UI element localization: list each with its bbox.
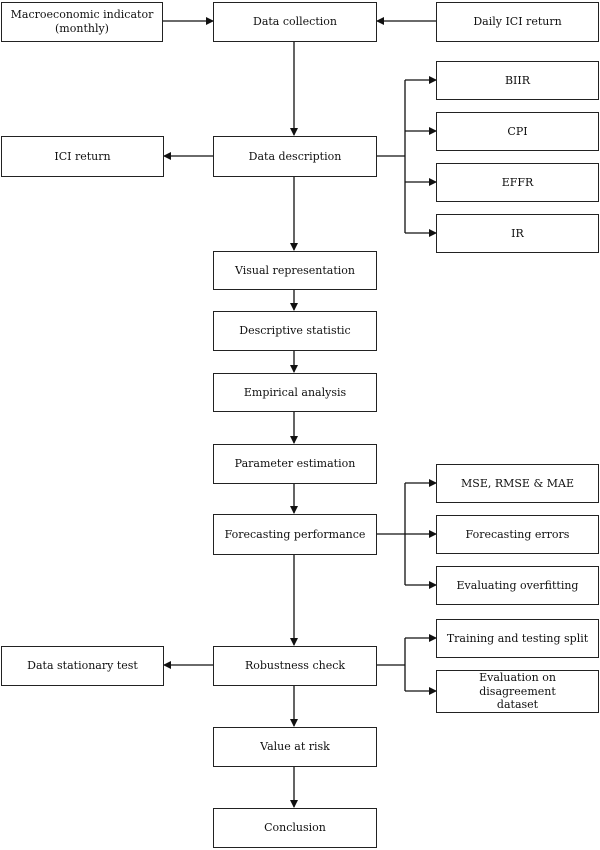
node-robustness-check-label: Robustness check: [244, 659, 346, 673]
node-data-stationary-test: Data stationary test: [1, 646, 164, 686]
node-effr-label: EFFR: [501, 175, 534, 189]
node-macro-indicator-label: Macroeconomic indicator (monthly): [10, 8, 154, 35]
node-data-collection: Data collection: [213, 2, 377, 42]
node-biir: BIIR: [436, 61, 599, 100]
node-mse-rmse-mae-label: MSE, RMSE & MAE: [461, 476, 574, 490]
node-visual-representation-label: Visual representation: [234, 263, 355, 277]
node-value-at-risk-label: Value at risk: [260, 740, 330, 754]
node-cpi: CPI: [436, 112, 599, 151]
node-daily-ici-return-label: Daily ICI return: [473, 15, 562, 29]
node-data-stationary-test-label: Data stationary test: [27, 659, 138, 673]
node-evaluating-overfitting: Evaluating overfitting: [436, 566, 599, 605]
node-ici-return: ICI return: [1, 136, 164, 177]
node-biir-label: BIIR: [504, 73, 531, 87]
node-forecasting-performance-label: Forecasting performance: [224, 527, 366, 541]
node-conclusion-label: Conclusion: [264, 821, 326, 835]
node-robustness-check: Robustness check: [213, 646, 377, 686]
node-data-collection-label: Data collection: [253, 15, 337, 29]
node-empirical-analysis: Empirical analysis: [213, 373, 377, 412]
node-forecasting-performance: Forecasting performance: [213, 514, 377, 555]
node-training-testing-split-label: Training and testing split: [446, 631, 589, 645]
node-effr: EFFR: [436, 163, 599, 202]
node-mse-rmse-mae: MSE, RMSE & MAE: [436, 464, 599, 503]
node-macro-indicator: Macroeconomic indicator (monthly): [1, 2, 163, 42]
node-descriptive-statistic-label: Descriptive statistic: [239, 324, 351, 338]
node-cpi-label: CPI: [507, 124, 528, 138]
node-descriptive-statistic: Descriptive statistic: [213, 311, 377, 351]
node-training-testing-split: Training and testing split: [436, 619, 599, 658]
node-ir: IR: [436, 214, 599, 253]
node-ici-return-label: ICI return: [54, 149, 111, 163]
node-parameter-estimation-label: Parameter estimation: [234, 457, 356, 471]
node-forecasting-errors: Forecasting errors: [436, 515, 599, 554]
node-value-at-risk: Value at risk: [213, 727, 377, 767]
node-evaluation-disagreement: Evaluation on disagreement dataset: [436, 670, 599, 713]
node-evaluation-disagreement-label: Evaluation on disagreement dataset: [479, 670, 556, 712]
node-conclusion: Conclusion: [213, 808, 377, 848]
node-data-description: Data description: [213, 136, 377, 177]
node-empirical-analysis-label: Empirical analysis: [243, 385, 347, 399]
node-forecasting-errors-label: Forecasting errors: [465, 527, 570, 541]
node-visual-representation: Visual representation: [213, 251, 377, 290]
node-daily-ici-return: Daily ICI return: [436, 2, 599, 42]
node-evaluating-overfitting-label: Evaluating overfitting: [456, 578, 579, 592]
node-data-description-label: Data description: [248, 149, 342, 163]
node-ir-label: IR: [511, 226, 524, 240]
node-parameter-estimation: Parameter estimation: [213, 444, 377, 484]
